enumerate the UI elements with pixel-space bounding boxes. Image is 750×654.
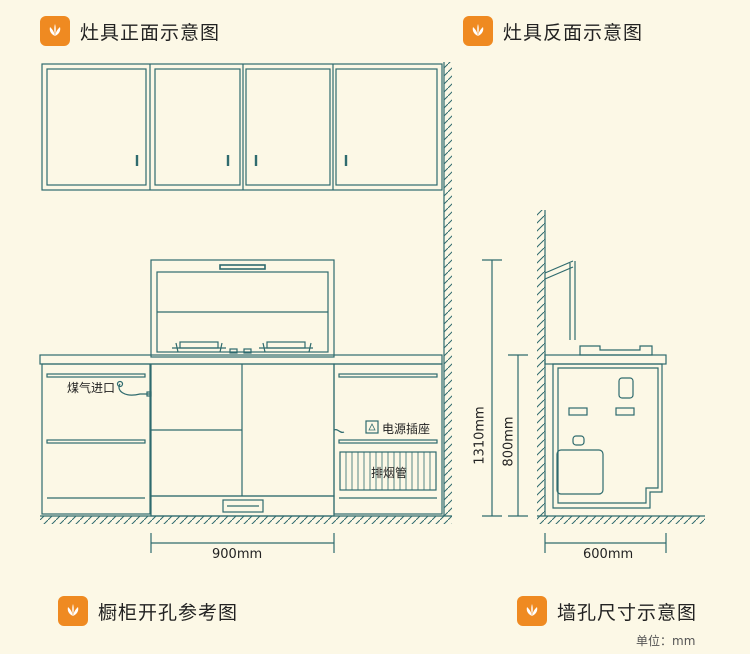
heading-wall-text: 墙孔尺寸示意图 [557,601,698,624]
heading-back-text: 灶具反面示意图 [503,21,644,44]
right-base-cabinet [333,363,443,515]
flame-leaf-icon [40,16,70,46]
unit-note: 单位：mm [636,634,696,648]
heading-wall: 墙孔尺寸示意图 [517,596,697,626]
dimension-depth-side: 600mm [583,547,634,562]
gas-inlet-label: 煤气进口 [67,381,116,395]
heading-back: 灶具反面示意图 [463,16,643,46]
flame-leaf-icon [58,596,88,626]
heading-front: 灶具正面示意图 [40,16,220,46]
side-height-dimensions [482,259,528,517]
flame-leaf-icon [463,16,493,46]
left-base-cabinet [41,363,152,515]
heading-front-text: 灶具正面示意图 [80,21,221,44]
side-cabinet [544,345,667,509]
exhaust-pipe-label: 排烟管 [371,466,408,480]
front-floor-hatch [40,516,452,524]
side-depth-dimension [544,533,667,553]
countertop [39,354,443,365]
dimension-height-total: 1310mm [472,406,488,465]
upper-cabinets [41,63,443,191]
front-width-dimension [150,533,335,553]
flame-leaf-icon [517,596,547,626]
power-socket-label: 电源插座 [382,422,431,436]
front-wall-hatch [444,62,452,516]
heading-cabinet-text: 橱柜开孔参考图 [98,601,239,624]
stove-unit [150,259,335,358]
dimension-width-front: 900mm [212,547,263,562]
heading-cabinet: 橱柜开孔参考图 [58,596,238,626]
side-floor-hatch [537,516,705,524]
side-flue-pipe [544,260,576,340]
center-base-cabinet [150,363,335,517]
dimension-height-counter: 800mm [501,416,517,467]
side-wall-hatch [537,210,545,516]
